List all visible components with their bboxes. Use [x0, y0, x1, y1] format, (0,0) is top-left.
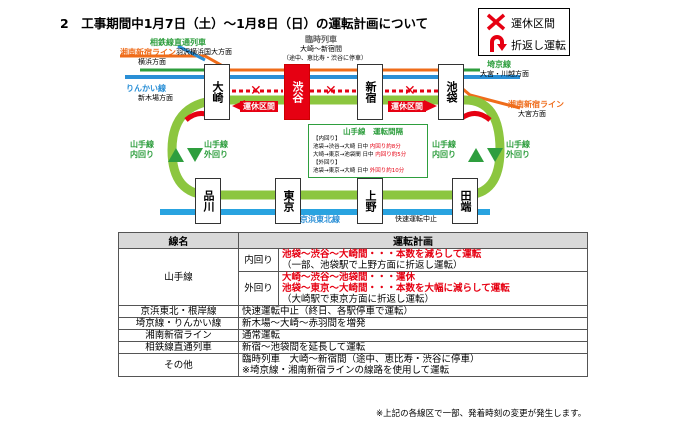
- arrow-down-right-icon: [487, 148, 503, 162]
- x-mark-icon: ✕: [250, 83, 262, 99]
- label-yamanote-left2: 山手線: [204, 140, 228, 149]
- table-row: 外回り 大崎～渋谷～池袋間・・・運休 池袋～東京～大崎間・・・本数を大幅に減らし…: [119, 271, 588, 306]
- label-sotetsu-dir: 羽沢横浜国大方面: [176, 48, 232, 56]
- header-line: 線名: [118, 232, 239, 249]
- label-sotetsu: 相鉄線直通列車: [150, 38, 206, 47]
- op-outer-line1: 池袋→東京→大崎 日中 外回り約10分: [313, 168, 405, 174]
- suspend-label-left: 運休区間: [240, 101, 278, 112]
- arrow-up-right-icon: [468, 148, 484, 162]
- table-row: 山手線 内回り 池袋～渋谷～大崎間・・・本数を減らして運転 （一部、池袋駅で上野…: [118, 248, 588, 306]
- cell-other: その他: [118, 353, 239, 377]
- legend-suspended: 運休区間: [479, 11, 569, 33]
- label-keihin: 京浜東北線: [300, 215, 340, 224]
- cell-line: 埼京線・りんかい線: [118, 317, 239, 330]
- route-map: [120, 44, 521, 215]
- label-rinkai: りんかい線: [126, 84, 166, 93]
- label-outer-left: 外回り: [204, 150, 228, 159]
- arrow-down-icon: [187, 148, 203, 162]
- label-saikyo-dir: 大宮・川越方面: [480, 70, 529, 78]
- footnote: ※上記の各線区で一部、発着時刻の変更が発生します。: [376, 409, 587, 419]
- station-osaki: 大崎: [204, 64, 230, 120]
- table-row: その他 臨時列車 大崎～新宿間（途中、恵比寿・渋谷に停車） ※埼京線・湘南新宿ラ…: [118, 353, 588, 377]
- label-rinji-route: 大崎～新宿間: [300, 45, 342, 53]
- operating-interval-box: 山手線 運転間隔 【内回り】 池袋→渋谷→大崎 日中 内回り約8分 大崎→東京→…: [308, 124, 428, 178]
- table-header-row: 線名 運転計画: [118, 232, 588, 249]
- label-inner-right: 内回り: [432, 150, 456, 159]
- operation-plan-table: 線名 運転計画 山手線 内回り 池袋～渋谷～大崎間・・・本数を減らして運転 （一…: [118, 232, 588, 377]
- suspend-label-right: 運休区間: [388, 101, 426, 112]
- yamanote-loop: [167, 95, 505, 200]
- table-row: 相鉄線直通列車 新宿～池袋間を延長して運転: [118, 341, 588, 354]
- cell-outer-plan: 大崎～渋谷～池袋間・・・運休 池袋～東京～大崎間・・・本数を大幅に減らして運転 …: [278, 271, 588, 306]
- label-rinji-note: （途中、恵比寿・渋谷に停車）: [283, 55, 368, 62]
- shonan-shinjuku-line: [120, 54, 521, 110]
- cell-line: 相鉄線直通列車: [118, 341, 239, 354]
- label-shonan-left: 湘南新宿ライン: [120, 48, 176, 57]
- station-ikebukuro: 池袋: [438, 64, 464, 120]
- x-mark-icon: [486, 13, 506, 31]
- cell-plan: 新木場～大崎～赤羽間を増発: [238, 317, 588, 330]
- label-yokohama-dir: 横浜方面: [138, 58, 166, 66]
- x-mark-icon: ✕: [325, 83, 337, 99]
- x-mark-icon: ✕: [404, 83, 416, 99]
- legend-suspended-label: 運休区間: [511, 17, 555, 30]
- cell-inner: 内回り: [238, 248, 279, 272]
- station-shibuya: 渋谷: [284, 64, 310, 120]
- label-yamanote-right: 山手線: [432, 140, 456, 149]
- sotetsu-line: [177, 44, 206, 62]
- legend-turnback-label: 折返し運転: [511, 39, 566, 52]
- op-inner-label: 【内回り】: [313, 136, 341, 142]
- table-row: 埼京線・りんかい線 新木場～大崎～赤羽間を増発: [118, 317, 588, 330]
- label-rinji: 臨時列車: [305, 35, 337, 44]
- cell-plan: 新宿～池袋間を延長して運転: [238, 341, 588, 354]
- station-tabata: 田端: [452, 178, 478, 224]
- cell-plan: 通常運転: [238, 329, 588, 342]
- arrow-right-icon: [424, 100, 437, 112]
- label-inner-left: 内回り: [130, 150, 154, 159]
- page-title: 2 工事期間中1月7日（土）～1月8日（日）の運転計画について: [60, 16, 429, 31]
- cell-inner-plan: 池袋～渋谷～大崎間・・・本数を減らして運転 （一部、池袋駅で上野方面に折返し運転…: [278, 248, 588, 272]
- cell-plan: 快速運転中止（終日、各駅停車で運転）: [238, 305, 588, 318]
- op-header: 山手線 運転間隔: [343, 127, 403, 136]
- turnback-ikebukuro-icon: [460, 111, 492, 122]
- op-outer-label: 【外回り】: [313, 160, 341, 166]
- op-inner-line2: 大崎→東京→池袋間 日中 内回り約5分: [313, 152, 407, 158]
- station-tokyo: 東京: [275, 178, 301, 224]
- cell-other-plan: 臨時列車 大崎～新宿間（途中、恵比寿・渋谷に停車） ※埼京線・湘南新宿ラインの線…: [238, 353, 588, 377]
- op-inner-line1: 池袋→渋谷→大崎 日中 内回り約8分: [313, 144, 401, 150]
- label-shinkiba-dir: 新木場方面: [138, 94, 173, 102]
- legend: 運休区間 折返し運転: [478, 8, 570, 56]
- station-shinjuku: 新宿: [357, 64, 383, 120]
- cell-line: 湘南新宿ライン: [118, 329, 239, 342]
- cell-yamanote: 山手線: [118, 248, 239, 306]
- label-omiya-dir: 大宮方面: [518, 110, 546, 118]
- table-row: 京浜東北・根岸線 快速運転中止（終日、各駅停車で運転）: [118, 305, 588, 318]
- legend-turnback: 折返し運転: [479, 33, 569, 55]
- station-ueno: 上野: [357, 178, 383, 224]
- station-shinagawa: 品川: [195, 178, 221, 224]
- cell-line: 京浜東北・根岸線: [118, 305, 239, 318]
- label-yamanote-right2: 山手線: [506, 140, 530, 149]
- arrow-up-icon: [168, 148, 184, 162]
- label-keihin-note: 快速運転中止: [395, 215, 437, 223]
- label-saikyo: 埼京線: [487, 60, 511, 69]
- label-shonan-right: 湘南新宿ライン: [508, 100, 564, 109]
- cell-outer: 外回り: [238, 271, 279, 306]
- header-plan: 運転計画: [238, 232, 588, 249]
- label-yamanote-left: 山手線: [130, 140, 154, 149]
- table-row: 湘南新宿ライン 通常運転: [118, 329, 588, 342]
- turnback-arrow-icon: [490, 35, 507, 52]
- label-outer-right: 外回り: [506, 150, 530, 159]
